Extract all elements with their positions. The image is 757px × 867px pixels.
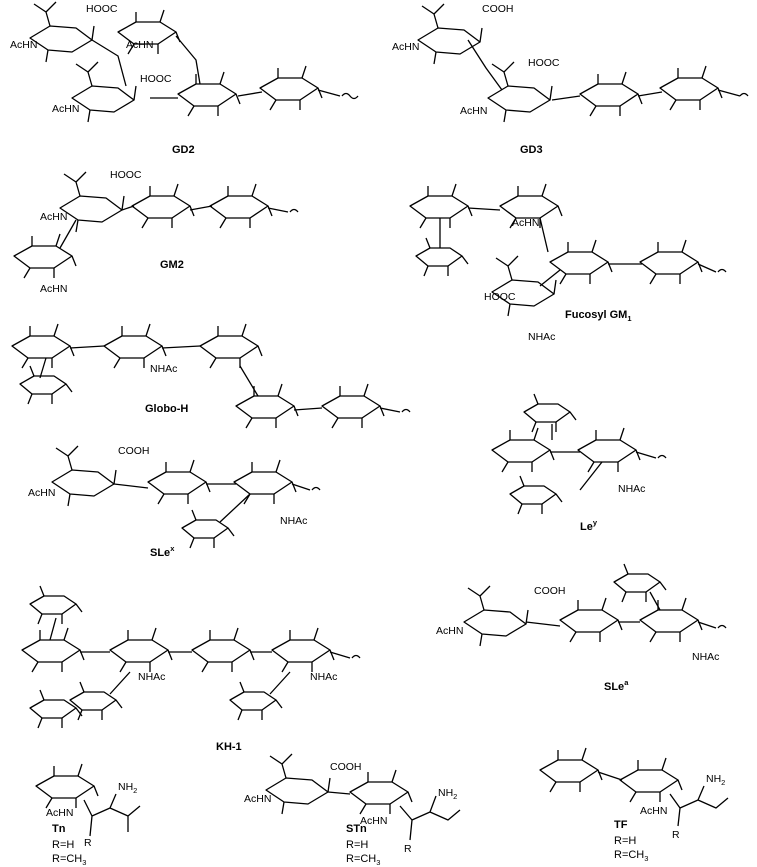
- structure-sle-x: COOH AcHN NHAc SLex: [28, 445, 321, 559]
- structure-kh-1: NHAc NHAc KH-1: [21, 585, 361, 753]
- label-achn: AcHN: [244, 793, 271, 805]
- label-nhac: NHAc: [528, 331, 555, 343]
- label-cooh: HOOC: [484, 291, 516, 303]
- structure-gm2: HOOC AcHN AcHN GM2: [13, 169, 299, 295]
- label-cooh: COOH: [330, 761, 362, 773]
- label-nhac: NHAc: [150, 363, 177, 375]
- label-achn: AcHN: [46, 807, 73, 819]
- structure-tf: AcHN NH2 R TF R=H R=CH3: [539, 747, 729, 863]
- label-stn-r1: R=H: [346, 839, 368, 851]
- label-gd3: GD3: [520, 144, 543, 156]
- label-r: R: [672, 829, 680, 841]
- label-r: R: [404, 843, 412, 855]
- label-sle-x: SLex: [150, 544, 175, 559]
- label-sle-a: SLea: [604, 678, 629, 693]
- label-globo-h: Globo-H: [145, 403, 188, 415]
- label-nhac: NHAc: [310, 671, 337, 683]
- label-stn: STn: [346, 823, 367, 835]
- label-cooh: HOOC: [140, 73, 172, 85]
- label-tn-r1: R=H: [52, 839, 74, 851]
- structure-fucosyl-gm1: AcHN HOOC NHAc Fucosyl GM1: [409, 183, 727, 343]
- label-nhac: NHAc: [618, 483, 645, 495]
- label-achn: AcHN: [460, 105, 487, 117]
- label-cooh: HOOC: [86, 3, 118, 15]
- label-achn: AcHN: [10, 39, 37, 51]
- structure-tn: NH2 AcHN R Tn R=H R=CH3: [35, 763, 141, 867]
- label-kh-1: KH-1: [216, 741, 242, 753]
- label-cooh: COOH: [482, 3, 514, 15]
- structure-gd2: AcHN HOOC AcHN HOOC AcHN GD2: [10, 1, 359, 156]
- structure-stn: COOH AcHN AcHN NH2 R STn R=H R=CH3: [244, 753, 461, 867]
- label-cooh: HOOC: [528, 57, 560, 69]
- label-achn: AcHN: [52, 103, 79, 115]
- structure-sle-a: COOH AcHN NHAc SLea: [436, 563, 727, 693]
- label-achn: AcHN: [512, 217, 539, 229]
- label-gd2: GD2: [172, 144, 195, 156]
- label-achn: AcHN: [40, 211, 67, 223]
- label-nh2: NH2: [118, 781, 137, 795]
- label-tf-r2: R=CH3: [614, 849, 648, 863]
- structure-le-y: NHAc Ley: [491, 393, 667, 533]
- label-achn: AcHN: [436, 625, 463, 637]
- label-fucosyl-gm1: Fucosyl GM1: [565, 309, 632, 323]
- label-le-y: Ley: [580, 518, 598, 533]
- structure-globo-h: NHAc Globo-H: [11, 323, 411, 429]
- label-nhac: NHAc: [280, 515, 307, 527]
- label-cooh: COOH: [118, 445, 150, 457]
- label-nh2: NH2: [438, 787, 457, 801]
- label-cooh: COOH: [534, 585, 566, 597]
- label-r: R: [84, 837, 92, 849]
- structure-gd3: AcHN COOH HOOC AcHN GD3: [392, 3, 749, 156]
- label-cooh: HOOC: [110, 169, 142, 181]
- label-tf: TF: [614, 819, 628, 831]
- label-nh2: NH2: [706, 773, 725, 787]
- label-stn-r2: R=CH3: [346, 853, 380, 867]
- label-achn: AcHN: [360, 815, 387, 827]
- label-achn: AcHN: [640, 805, 667, 817]
- label-achn: AcHN: [392, 41, 419, 53]
- label-achn: AcHN: [28, 487, 55, 499]
- label-nhac: NHAc: [138, 671, 165, 683]
- label-tn-r2: R=CH3: [52, 853, 86, 867]
- label-tn: Tn: [52, 823, 66, 835]
- label-gm2: GM2: [160, 259, 184, 271]
- label-tf-r1: R=H: [614, 835, 636, 847]
- label-achn: AcHN: [40, 283, 67, 295]
- label-nhac: NHAc: [692, 651, 719, 663]
- label-achn: AcHN: [126, 39, 153, 51]
